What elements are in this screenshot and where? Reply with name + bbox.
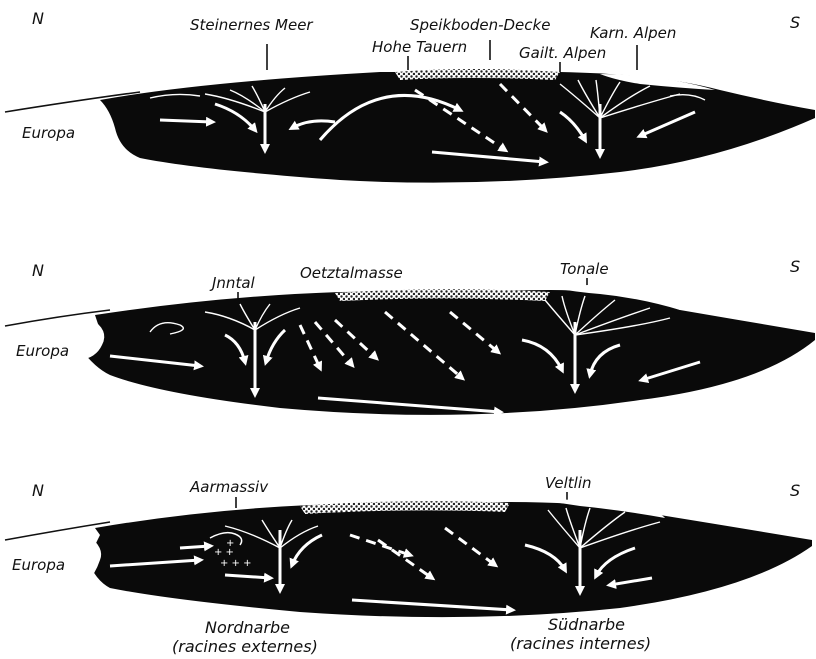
label-tonale: Tonale bbox=[560, 260, 609, 278]
europa-label-1: Europa bbox=[22, 124, 75, 142]
label-karn-alpen: Karn. Alpen bbox=[590, 24, 676, 42]
label-racines-externes: (racines externes) bbox=[172, 637, 318, 656]
label-jnntal: Jnntal bbox=[209, 274, 256, 292]
arrow-3b bbox=[180, 546, 210, 548]
label-nordnarbe: Nordnarbe bbox=[205, 618, 290, 637]
south-label-3: S bbox=[790, 481, 800, 500]
section-1: N S Steinernes Meer Speikboden-Decke Hoh… bbox=[5, 9, 815, 183]
label-steinernes-meer: Steinernes Meer bbox=[190, 16, 313, 34]
label-gailt-alpen: Gailt. Alpen bbox=[519, 44, 606, 62]
label-hohe-tauern: Hohe Tauern bbox=[372, 38, 467, 56]
label-speikboden-decke: Speikboden-Decke bbox=[410, 16, 550, 34]
label-racines-internes: (racines internes) bbox=[510, 634, 651, 653]
north-label-2: N bbox=[32, 261, 44, 280]
section-2: N S Jnntal Oetztalmasse Tonale Europa bbox=[5, 257, 815, 415]
svg-text:+ + +: + + + bbox=[220, 558, 252, 569]
south-label-2: S bbox=[790, 257, 800, 276]
surface-line-3 bbox=[5, 522, 110, 540]
europa-label-2: Europa bbox=[16, 342, 69, 360]
orogen-mass-2 bbox=[80, 290, 815, 415]
arrow-1a bbox=[160, 120, 212, 122]
label-aarmassiv: Aarmassiv bbox=[189, 478, 269, 496]
section-3: N S Aarmassiv Veltlin Europa + + + + + + bbox=[5, 474, 812, 656]
label-veltlin: Veltlin bbox=[545, 474, 592, 492]
north-label-1: N bbox=[32, 9, 44, 28]
label-suednarbe: Südnarbe bbox=[548, 615, 625, 634]
south-label-1: S bbox=[790, 13, 800, 32]
north-label-3: N bbox=[32, 481, 44, 500]
europa-label-3: Europa bbox=[12, 556, 65, 574]
svg-text:+: + bbox=[226, 538, 234, 549]
label-oetztalmasse: Oetztalmasse bbox=[300, 264, 403, 282]
